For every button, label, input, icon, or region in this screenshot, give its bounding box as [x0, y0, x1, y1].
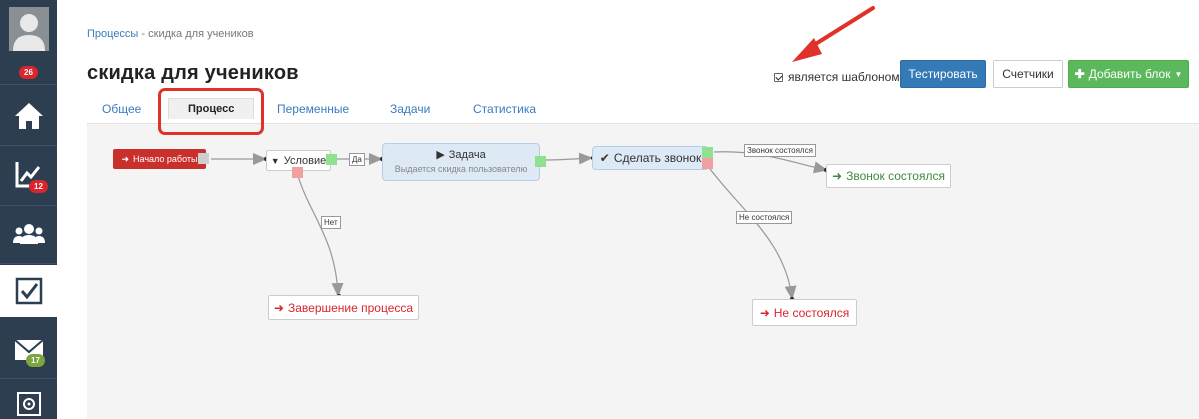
sign-in-icon: ➜ [121, 153, 130, 164]
node-end-call-no[interactable]: ➜ Не состоялся [752, 299, 857, 326]
add-block-button[interactable]: ✚ Добавить блок ▼ [1068, 60, 1189, 88]
breadcrumb: Процессы - скидка для учеников [87, 28, 254, 40]
node-call-label: Сделать звонок [613, 151, 702, 165]
tasks-checkbox-icon [15, 277, 42, 305]
mail-badge: 17 [26, 354, 45, 367]
tab-tasks[interactable]: Задачи [390, 102, 431, 116]
filter-icon: ▼ [270, 155, 280, 166]
sidebar: 26 12 [0, 0, 57, 419]
home-icon [14, 103, 43, 129]
sign-out-icon: ➜ [759, 305, 770, 320]
tab-general[interactable]: Общее [102, 102, 142, 116]
template-checkbox-label: является шаблоном [788, 70, 900, 84]
node-task[interactable]: ▶Задача Выдается скидка пользователю [382, 143, 540, 181]
analytics-badge: 12 [29, 180, 48, 193]
checkbox-checked-icon[interactable] [774, 72, 783, 82]
process-canvas[interactable] [87, 123, 1199, 419]
sidebar-item-settings[interactable] [0, 388, 57, 419]
page-title: скидка для учеников [87, 62, 299, 84]
tab-process[interactable]: Процесс [168, 98, 255, 119]
sign-out-icon: ➜ [832, 169, 843, 183]
users-icon [12, 224, 45, 244]
edge-label-call-no: Не состоялся [736, 211, 793, 224]
sidebar-item-profile[interactable] [0, 0, 57, 58]
sidebar-item-analytics[interactable] [0, 148, 57, 200]
breadcrumb-current: скидка для учеников [148, 28, 254, 40]
node-end-call-ok-label: Звонок состоялся [846, 169, 945, 183]
sidebar-item-tasks[interactable] [0, 265, 57, 317]
port-start-out[interactable] [198, 153, 209, 164]
port-call-no[interactable] [702, 158, 713, 169]
counters-button[interactable]: Счетчики [993, 60, 1063, 88]
node-end-process-label: Завершение процесса [287, 300, 414, 315]
breadcrumb-link-processes[interactable]: Процессы [87, 28, 139, 40]
node-end-call-no-label: Не состоялся [773, 305, 850, 320]
test-button[interactable]: Тестировать [900, 60, 986, 88]
sign-out-icon: ➜ [273, 300, 284, 315]
check-icon: ✔ [599, 151, 610, 165]
caret-down-icon: ▼ [1174, 69, 1183, 79]
add-block-label: Добавить блок [1088, 67, 1171, 81]
node-end-process[interactable]: ➜ Завершение процесса [268, 295, 419, 320]
edge-label-no: Нет [321, 216, 341, 229]
node-call[interactable]: ✔ Сделать звонок [592, 146, 709, 170]
node-condition-label: Условие [283, 154, 327, 167]
template-checkbox[interactable]: является шаблоном [774, 70, 900, 84]
node-task-subtitle: Выдается скидка пользователю [394, 164, 528, 174]
sidebar-item-users[interactable] [0, 208, 57, 260]
port-condition-no[interactable] [292, 167, 303, 178]
port-call-ok[interactable] [702, 147, 713, 158]
sidebar-item-home[interactable] [0, 88, 57, 144]
breadcrumb-separator: - [138, 28, 149, 40]
port-task-out[interactable] [535, 156, 546, 167]
node-end-call-ok[interactable]: ➜ Звонок состоялся [826, 164, 951, 188]
sidebar-item-mail[interactable] [0, 325, 57, 375]
tab-statistics[interactable]: Статистика [473, 102, 537, 116]
plus-icon: ✚ [1074, 67, 1085, 81]
port-condition-yes[interactable] [326, 154, 337, 165]
notification-badge: 26 [19, 66, 38, 79]
settings-icon [16, 391, 41, 416]
tab-variables[interactable]: Переменные [277, 102, 350, 116]
user-avatar-icon [8, 7, 49, 51]
node-task-title: Задача [448, 149, 486, 161]
tab-highlight-annotation [158, 88, 264, 135]
edge-label-call-ok: Звонок состоялся [744, 144, 816, 157]
play-icon: ▶ [436, 149, 445, 161]
edge-label-yes: Да [349, 153, 365, 166]
node-start-label: Начало работы [133, 154, 198, 164]
node-start[interactable]: ➜ Начало работы [113, 149, 206, 169]
